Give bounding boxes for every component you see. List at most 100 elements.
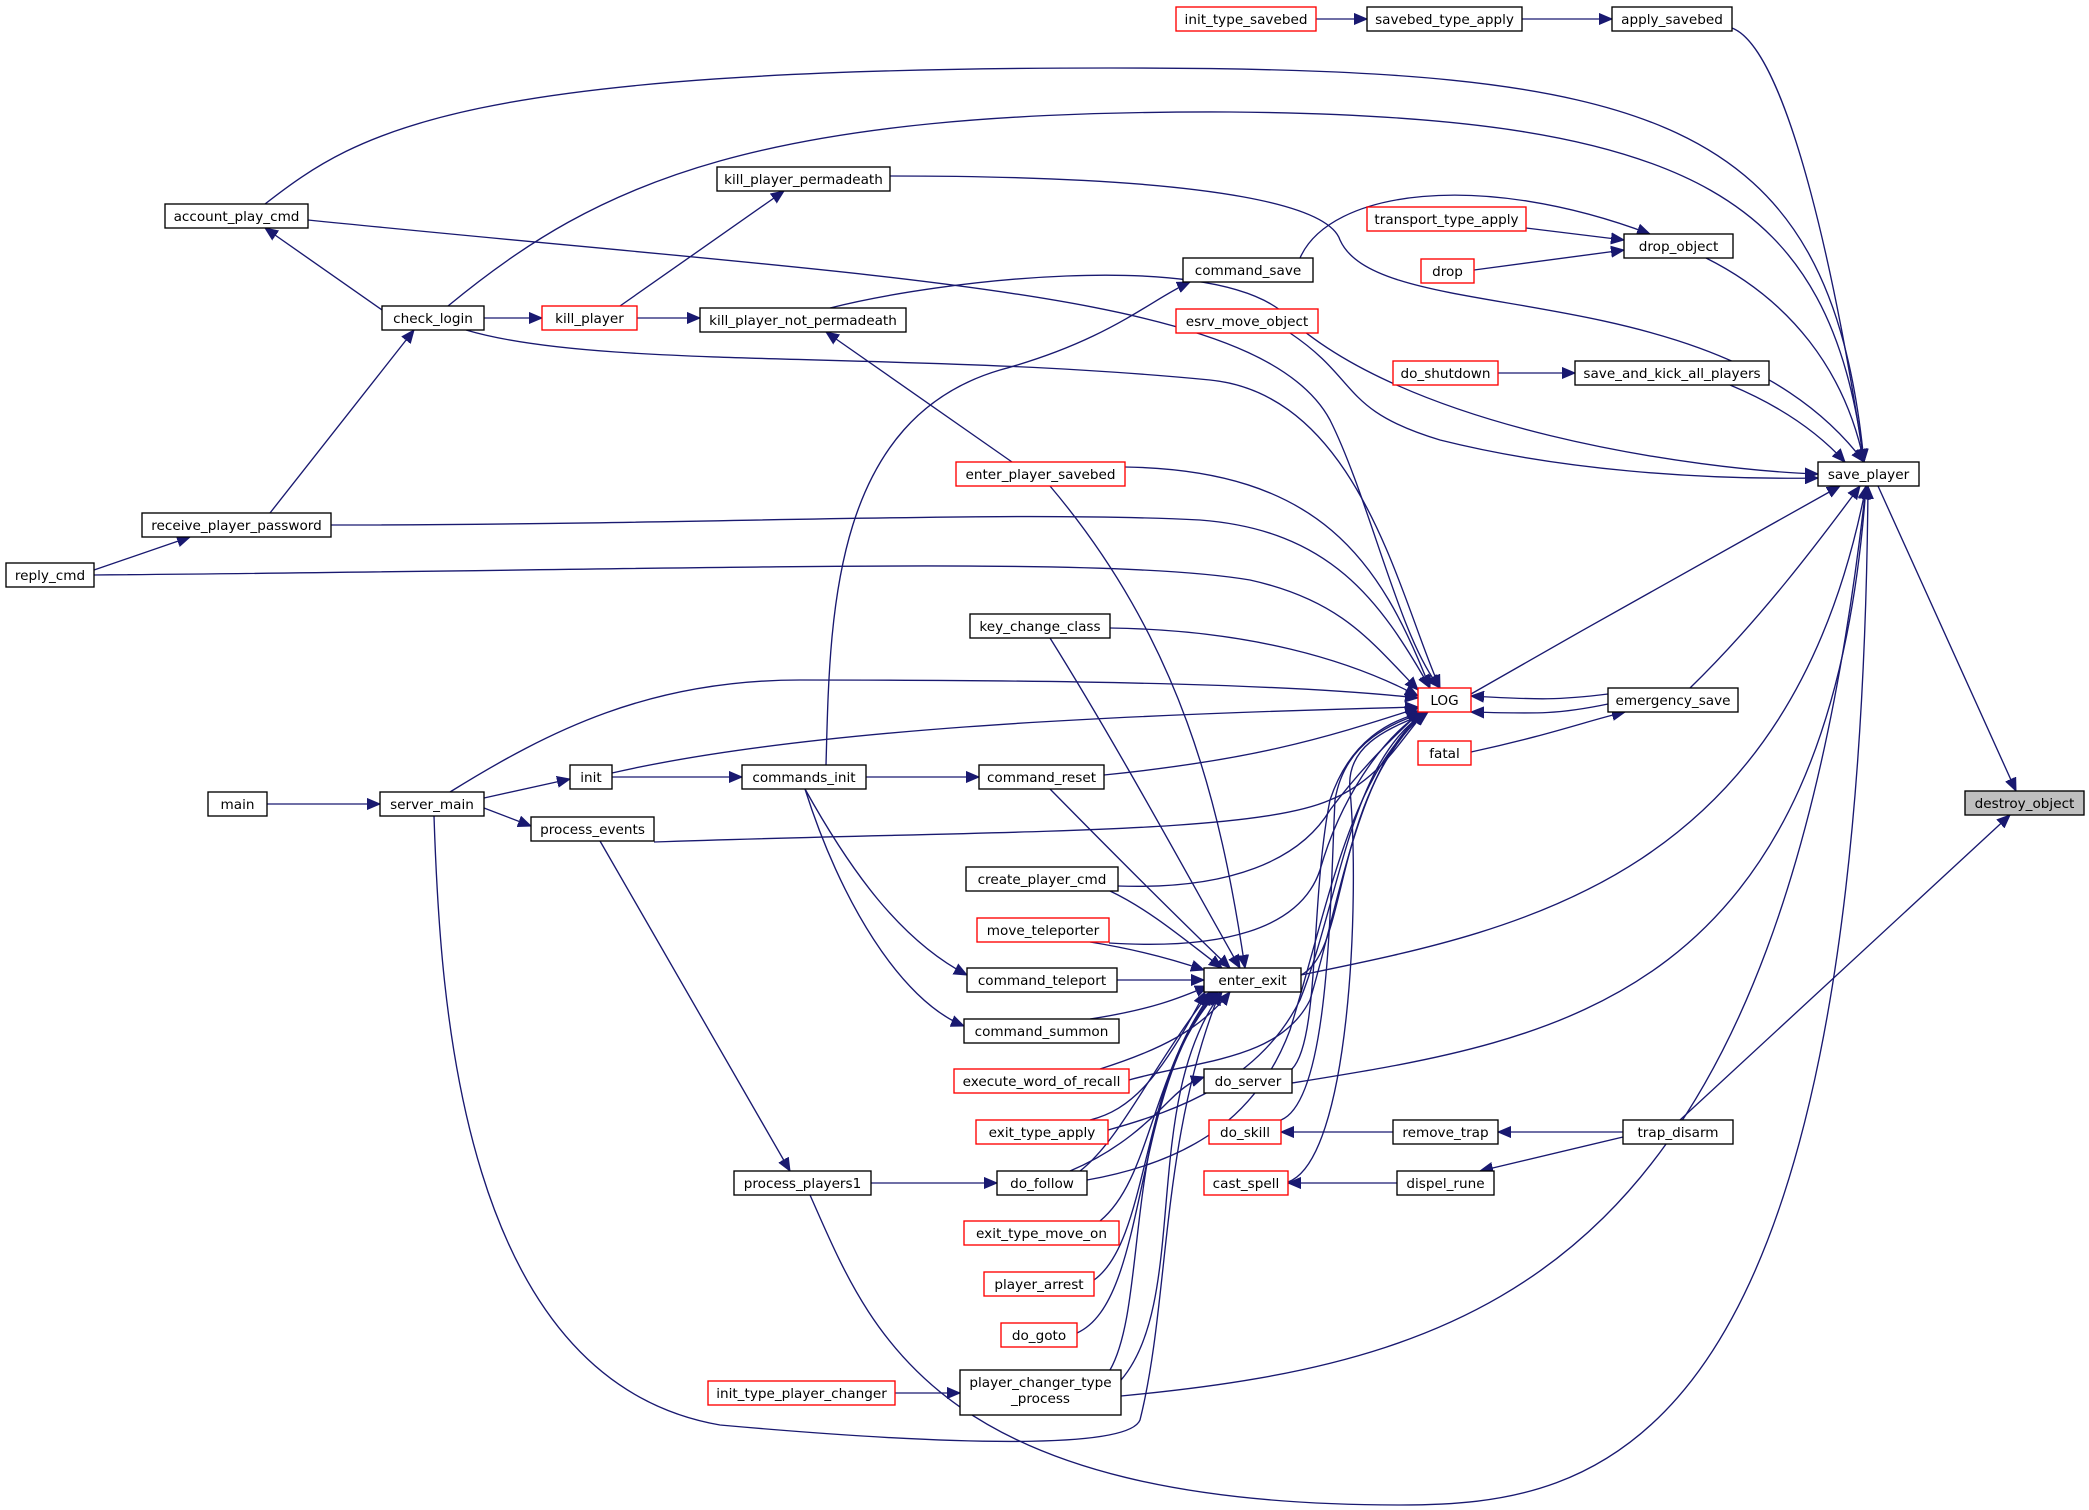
node-save_and_kick_all_players[interactable]: save_and_kick_all_players [1574,360,1770,386]
node-command_summon[interactable]: command_summon [963,1018,1120,1044]
node-command_save[interactable]: command_save [1182,257,1314,283]
edge-init-to-LOG [611,707,1418,774]
node-server_main[interactable]: server_main [379,791,485,817]
node-fatal[interactable]: fatal [1417,740,1472,766]
node-reply_cmd[interactable]: reply_cmd [5,562,95,588]
node-label: savebed_type_apply [1375,12,1514,28]
node-label: account_play_cmd [174,209,300,225]
edge-process_events-to-process_players1 [599,840,790,1171]
edges-layer [93,19,2017,1506]
node-player_arrest[interactable]: player_arrest [983,1271,1095,1297]
node-cast_spell[interactable]: cast_spell [1203,1170,1289,1196]
edge-reply_cmd-to-LOG [93,565,1418,690]
node-LOG[interactable]: LOG [1417,687,1472,713]
edge-command_save-to-drop_object [1299,194,1650,259]
node-do_shutdown[interactable]: do_shutdown [1392,360,1499,386]
node-key_change_class[interactable]: key_change_class [969,613,1111,639]
node-savebed_type_apply[interactable]: savebed_type_apply [1366,6,1523,32]
edge-enter_exit-to-save_player [1300,486,1866,976]
edge-trap_disarm-to-dispel_rune [1480,1136,1624,1171]
node-label: create_player_cmd [978,872,1107,888]
edge-trap_disarm-to-destroy_object [1679,815,2010,1121]
node-label: execute_word_of_recall [963,1074,1121,1090]
node-emergency_save[interactable]: emergency_save [1607,687,1739,713]
node-trap_disarm[interactable]: trap_disarm [1622,1119,1734,1145]
node-esrv_move_object[interactable]: esrv_move_object [1175,308,1319,334]
node-box [530,816,655,842]
node-label: kill_player_permadeath [724,172,883,188]
edge-check_login-to-save_player [447,111,1864,462]
node-label: check_login [393,311,473,327]
node-execute_word_of_recall[interactable]: execute_word_of_recall [953,1068,1130,1094]
node-label: receive_player_password [151,518,322,534]
node-enter_exit[interactable]: enter_exit [1203,967,1302,993]
edge-command_summon-to-enter_exit [1089,985,1208,1020]
node-box [1000,1322,1078,1348]
node-save_player[interactable]: save_player [1817,461,1920,487]
node-box [379,791,485,817]
node-init_type_savebed[interactable]: init_type_savebed [1175,6,1317,32]
node-label: dispel_rune [1406,1176,1484,1192]
node-label: kill_player [555,311,624,327]
edge-do_server-to-LOG [1291,712,1424,1070]
edge-reply_cmd-to-receive_player_password [93,537,190,571]
edge-key_change_class-to-LOG [1109,627,1418,696]
node-box [1203,1170,1289,1196]
node-kill_player[interactable]: kill_player [541,305,638,331]
node-process_players1[interactable]: process_players1 [733,1170,872,1196]
node-box [164,203,309,229]
node-dispel_rune[interactable]: dispel_rune [1396,1170,1495,1196]
node-box [1366,206,1527,232]
edge-server_main-to-process_events [483,807,531,826]
node-exit_type_apply[interactable]: exit_type_apply [975,1119,1109,1145]
node-box [707,1380,896,1406]
edge-do_skill-to-LOG [1280,712,1426,1121]
node-do_server[interactable]: do_server [1203,1068,1293,1094]
node-create_player_cmd[interactable]: create_player_cmd [965,866,1119,892]
node-account_play_cmd[interactable]: account_play_cmd [164,203,309,229]
node-box [1607,687,1739,713]
node-command_teleport[interactable]: command_teleport [966,967,1118,993]
node-init[interactable]: init [569,764,613,790]
node-receive_player_password[interactable]: receive_player_password [141,512,332,538]
edge-player_changer_type_process-to-save_player [1120,486,1866,1397]
node-do_follow[interactable]: do_follow [996,1170,1088,1196]
node-do_skill[interactable]: do_skill [1208,1119,1282,1145]
edge-server_main-to-LOG [449,679,1418,793]
node-drop[interactable]: drop [1420,258,1475,284]
node-commands_init[interactable]: commands_init [741,764,867,790]
edge-fatal-to-emergency_save [1470,712,1625,753]
edge-commands_init-to-command_teleport [804,788,967,976]
node-do_goto[interactable]: do_goto [1000,1322,1078,1348]
node-label: _process [1010,1391,1070,1407]
node-box [969,613,1111,639]
edge-drop_object-to-save_player [1705,257,1864,462]
edge-do_follow-to-LOG [1086,712,1428,1181]
node-command_reset[interactable]: command_reset [978,764,1105,790]
node-main[interactable]: main [207,791,268,817]
node-check_login[interactable]: check_login [381,305,485,331]
node-kill_player_not_permadeath[interactable]: kill_player_not_permadeath [699,307,907,333]
node-exit_type_move_on[interactable]: exit_type_move_on [963,1220,1120,1246]
node-label: init [580,770,602,786]
node-destroy_object[interactable]: destroy_object [1964,790,2085,816]
node-kill_player_permadeath[interactable]: kill_player_permadeath [716,166,891,192]
node-init_type_player_changer[interactable]: init_type_player_changer [707,1380,896,1406]
edge-command_reset-to-enter_exit [1049,788,1230,968]
node-remove_trap[interactable]: remove_trap [1392,1119,1499,1145]
node-label: drop_object [1639,239,1719,255]
node-drop_object[interactable]: drop_object [1623,233,1734,259]
node-process_events[interactable]: process_events [530,816,655,842]
node-label: cast_spell [1213,1176,1280,1192]
node-apply_savebed[interactable]: apply_savebed [1611,6,1733,32]
node-label: do_shutdown [1400,366,1490,382]
node-transport_type_apply[interactable]: transport_type_apply [1366,206,1527,232]
node-box [965,866,1119,892]
node-box [963,1018,1120,1044]
node-box [966,967,1118,993]
node-move_teleporter[interactable]: move_teleporter [976,917,1110,943]
node-player_changer_type_process[interactable]: player_changer_type_process [959,1369,1122,1416]
node-enter_player_savebed[interactable]: enter_player_savebed [955,461,1126,487]
node-label: esrv_move_object [1186,314,1309,330]
edge-key_change_class-to-enter_exit [1049,637,1240,968]
